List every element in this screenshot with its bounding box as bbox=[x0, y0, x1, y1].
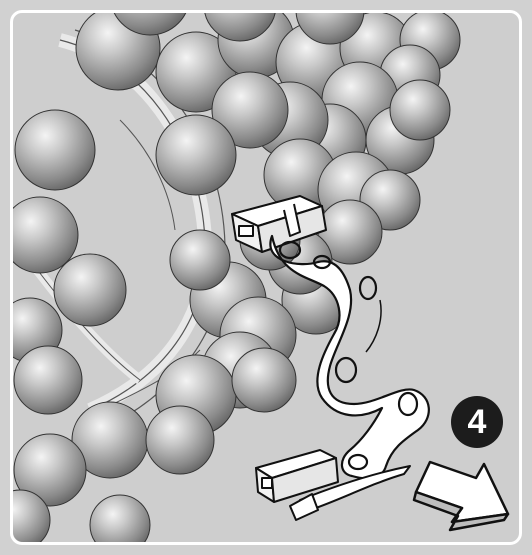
sphere bbox=[211, 71, 289, 149]
sphere bbox=[155, 114, 237, 196]
clip-connector-icon bbox=[255, 449, 411, 521]
sphere bbox=[53, 253, 127, 327]
sphere bbox=[89, 494, 151, 542]
sphere bbox=[13, 489, 51, 542]
sphere bbox=[13, 345, 83, 415]
sphere bbox=[13, 196, 79, 274]
clip-connector-icon bbox=[231, 195, 327, 253]
perforated-link-plate-icon bbox=[269, 234, 430, 480]
pull-direction-arrow-icon bbox=[412, 460, 510, 532]
sphere bbox=[145, 405, 215, 475]
sphere bbox=[13, 433, 87, 507]
sphere bbox=[231, 347, 297, 413]
sphere bbox=[203, 13, 277, 42]
sphere bbox=[109, 13, 191, 36]
step-number-badge: 4 bbox=[451, 396, 503, 448]
sphere bbox=[14, 109, 96, 191]
sphere bbox=[389, 79, 451, 141]
sphere bbox=[169, 229, 231, 291]
sphere bbox=[295, 13, 365, 45]
